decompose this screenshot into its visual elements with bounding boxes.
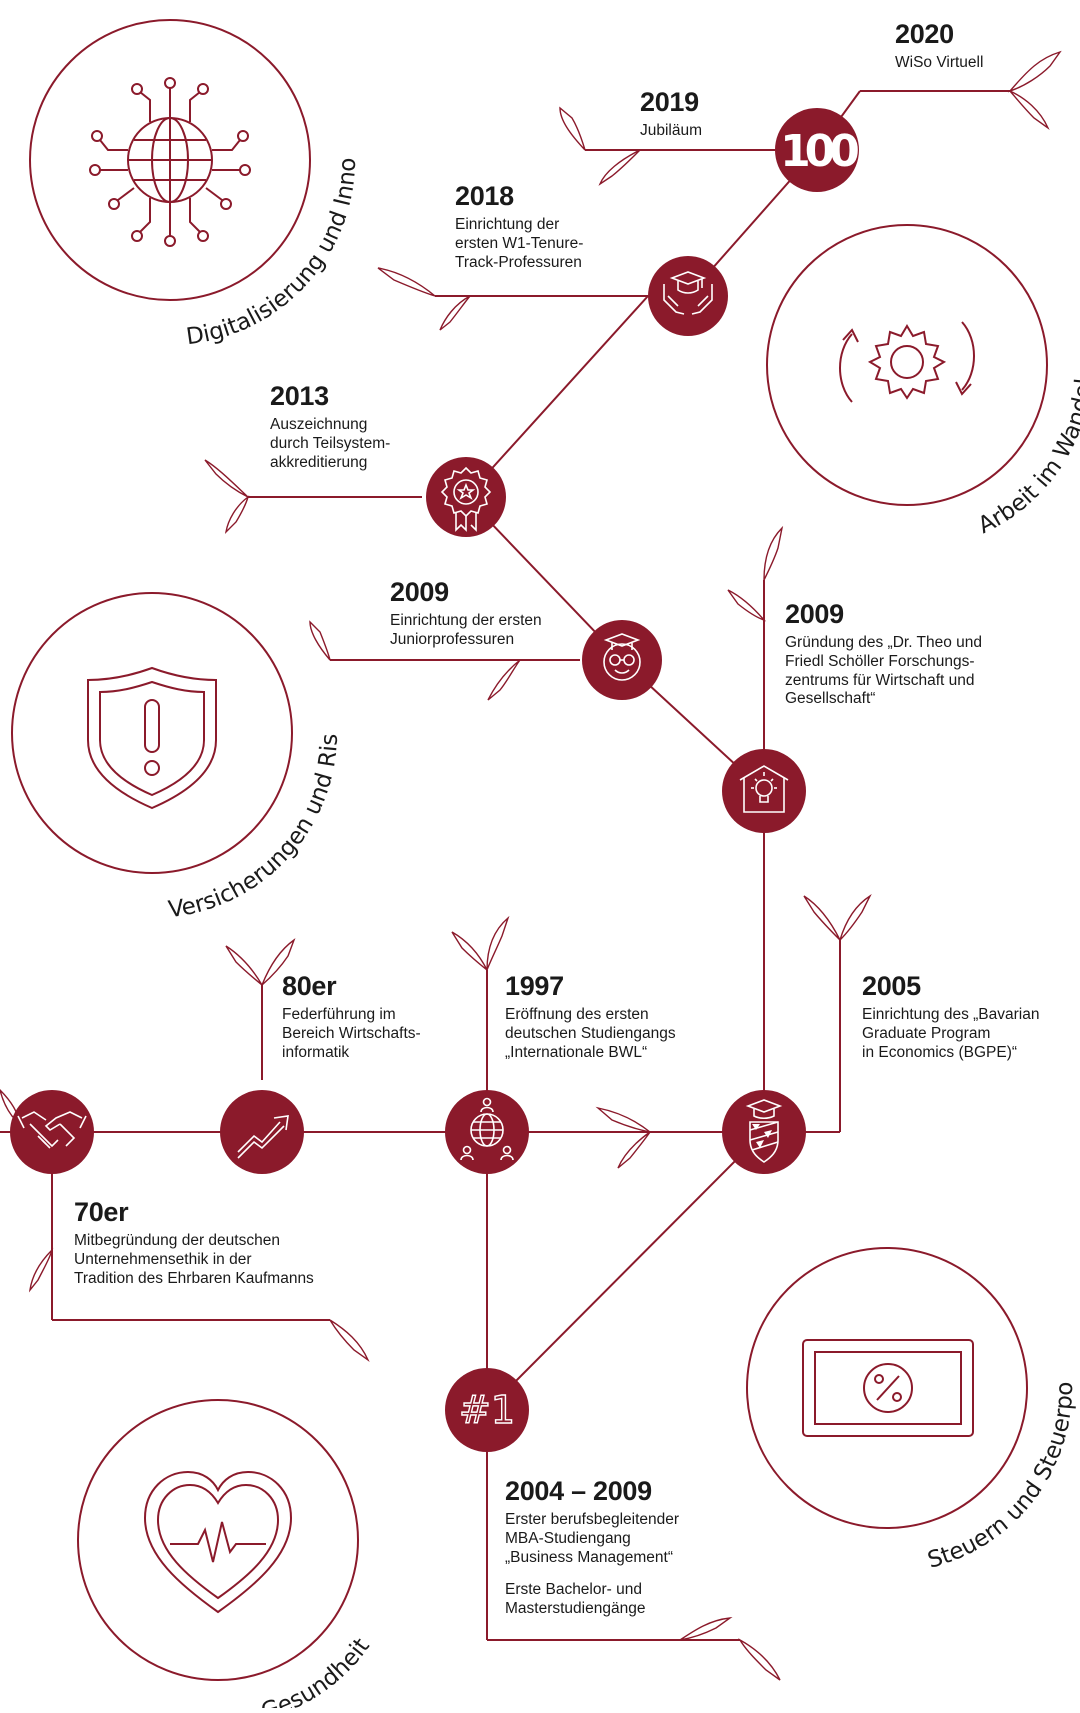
milestone-2019: 2019 Jubiläum xyxy=(640,86,702,141)
globe-people-icon xyxy=(445,1090,529,1174)
globe-circuit-icon xyxy=(89,77,251,247)
milestone-70er: 70er Mitbegründung der deutschen Unterne… xyxy=(74,1196,314,1288)
milestone-text: Federführung im Bereich Wirtschafts- inf… xyxy=(282,1006,421,1061)
milestone-text-secondary: Erste Bachelor- und Masterstudiengänge xyxy=(505,1581,646,1617)
percent-banknote-icon xyxy=(802,1339,974,1437)
handshake-icon xyxy=(10,1090,94,1174)
topic-label-gesundheit: Gesundheit xyxy=(258,1634,375,1708)
milestone-year: 70er xyxy=(74,1197,129,1227)
milestone-text: Einrichtung des „Bavarian Graduate Progr… xyxy=(862,1006,1040,1061)
milestone-2020: 2020 WiSo Virtuell xyxy=(895,18,983,73)
milestone-year: 2019 xyxy=(640,87,699,117)
heart-pulse-icon xyxy=(143,1470,293,1614)
shield-warning-icon xyxy=(87,666,217,810)
graduate-face-icon xyxy=(582,620,662,700)
milestone-year: 1997 xyxy=(505,971,564,1001)
decorative-leaves xyxy=(0,50,1062,1681)
topic-label-arbeit: Arbeit im Wandel xyxy=(974,377,1080,539)
milestone-text: Einrichtung der ersten Juniorprofessuren xyxy=(390,612,542,648)
milestone-2009-junior: 2009 Einrichtung der ersten Juniorprofes… xyxy=(390,576,542,650)
topic-label-digitalisierung: Digitalisierung und Innovation xyxy=(0,0,361,350)
milestone-year: 80er xyxy=(282,971,337,1001)
milestone-text: Jubiläum xyxy=(640,122,703,140)
milestone-text: Gründung des „Dr. Theo und Friedl Schöll… xyxy=(785,634,983,708)
milestone-nodes: 100 xyxy=(10,108,864,1452)
milestone-2018: 2018 Einrichtung der ersten W1-Tenure- T… xyxy=(455,180,583,272)
number-one-icon: #1 xyxy=(445,1368,529,1452)
topic-circles xyxy=(11,19,1048,1681)
svg-text:100: 100 xyxy=(780,126,858,177)
milestone-text: Eröffnung des ersten deutschen Studienga… xyxy=(505,1006,676,1061)
100-badge-icon: 100 xyxy=(775,108,864,192)
milestone-1997: 1997 Eröffnung des ersten deutschen Stud… xyxy=(505,970,676,1062)
lightbulb-house-icon xyxy=(722,749,806,833)
milestone-year: 2005 xyxy=(862,971,921,1001)
milestone-text: Erster berufsbegleitender MBA-Studiengan… xyxy=(505,1511,680,1566)
milestone-2013: 2013 Auszeichnung durch Teilsystem- akkr… xyxy=(270,380,390,472)
milestone-80er: 80er Federführung im Bereich Wirtschafts… xyxy=(282,970,421,1062)
trend-arrow-icon xyxy=(220,1090,304,1174)
milestone-2004-2009: 2004 – 2009 Erster berufsbegleitender MB… xyxy=(505,1475,679,1618)
milestone-2009-schoeller: 2009 Gründung des „Dr. Theo und Friedl S… xyxy=(785,598,982,709)
bavarian-crest-icon xyxy=(722,1090,806,1174)
milestone-text: WiSo Virtuell xyxy=(895,54,984,72)
milestone-text: Einrichtung der ersten W1-Tenure- Track-… xyxy=(455,216,584,271)
milestone-year: 2004 – 2009 xyxy=(505,1476,652,1506)
award-rosette-icon xyxy=(426,457,506,537)
graduation-hands-icon xyxy=(648,256,728,336)
milestone-text: Auszeichnung durch Teilsystem- akkrediti… xyxy=(270,416,391,471)
milestone-year: 2009 xyxy=(390,577,449,607)
gear-cycle-icon xyxy=(839,321,975,403)
milestone-2005: 2005 Einrichtung des „Bavarian Graduate … xyxy=(862,970,1040,1062)
milestone-year: 2018 xyxy=(455,181,514,211)
milestone-year: 2020 xyxy=(895,19,954,49)
milestone-year: 2009 xyxy=(785,599,844,629)
milestone-text: Mitbegründung der deutschen Unternehmens… xyxy=(74,1232,314,1287)
milestone-year: 2013 xyxy=(270,381,329,411)
svg-text:#1: #1 xyxy=(459,1388,515,1432)
